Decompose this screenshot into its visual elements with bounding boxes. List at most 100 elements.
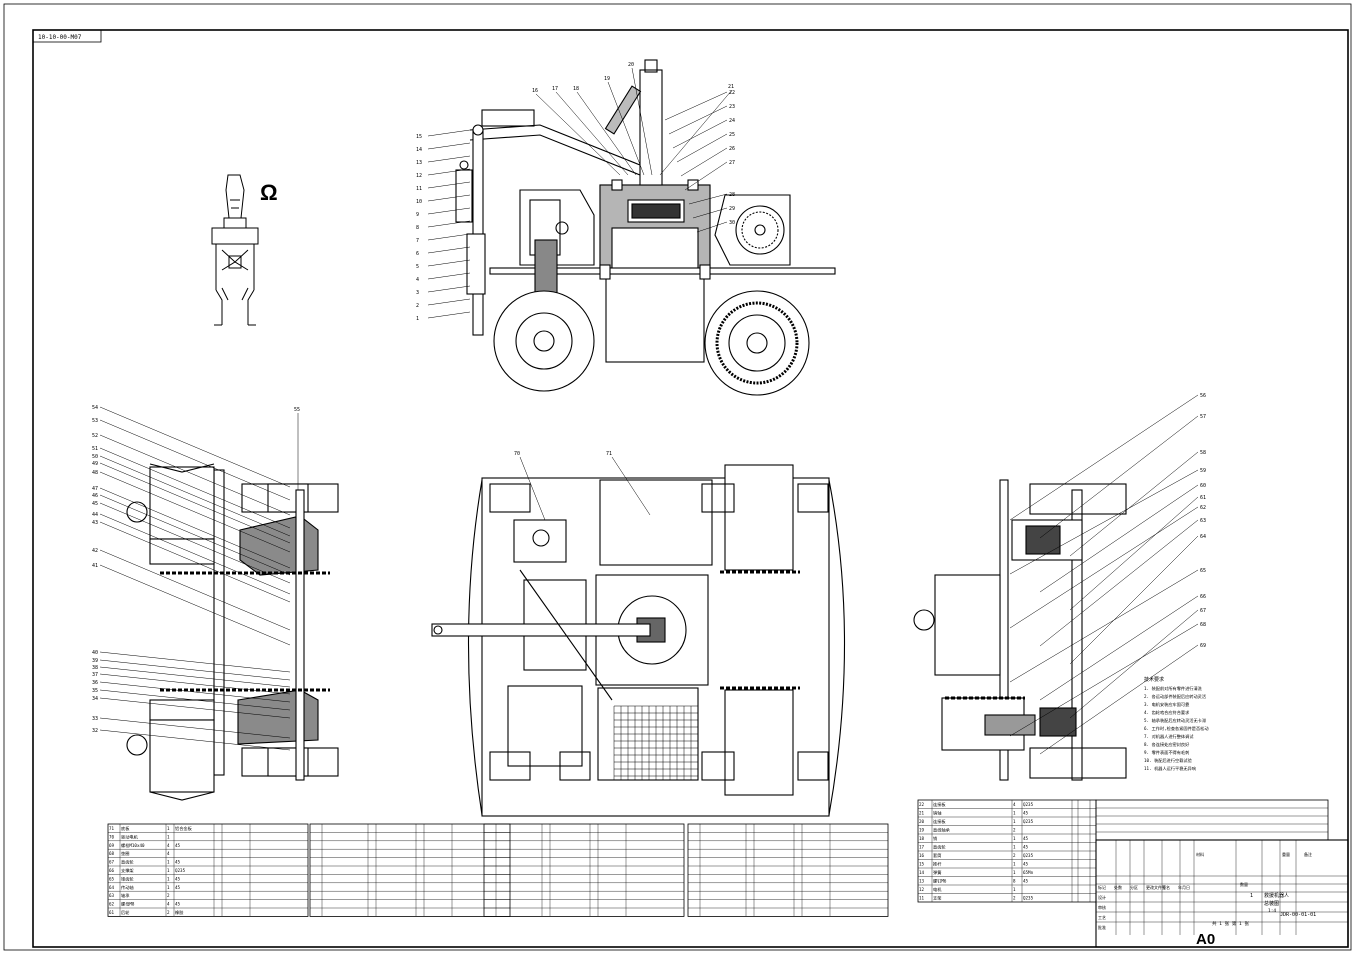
code-box <box>32 29 102 43</box>
leader-line <box>427 233 471 241</box>
bom-cell: 2 <box>1013 896 1016 901</box>
bom-cell: 1 <box>1013 836 1016 841</box>
bom-cell: 1 <box>1013 845 1016 850</box>
leader-line <box>1069 451 1199 557</box>
leader-line <box>427 311 471 319</box>
bom-cell: 直线轴承 <box>933 827 951 834</box>
bom-cell: 直齿轮 <box>933 844 946 851</box>
callout-label: 28 <box>729 192 735 198</box>
callout-label: 63 <box>1200 518 1206 524</box>
bom-cell: 45 <box>175 902 181 907</box>
tech-note-line: 4. 齿轮啮合应符合要求 <box>1144 709 1190 716</box>
tb-scale: 1:4 <box>1268 908 1276 914</box>
leader-line <box>692 207 728 219</box>
bom-cell: Q235 <box>1023 896 1034 901</box>
bom-cell: 2 <box>1013 853 1016 858</box>
leader-line <box>99 513 291 595</box>
title-block: 标记处数分区更改文件号签名年月日设计审核工艺批准救援机器人总装图数量11:4共 … <box>1095 839 1349 948</box>
leader-line <box>659 89 733 176</box>
callout-label: 65 <box>1200 568 1206 574</box>
tb-drawing-number: JDR-00-01-01 <box>1280 912 1316 918</box>
bom-cell: 18 <box>919 836 925 841</box>
bom-cell: 45 <box>1023 845 1029 850</box>
leader-line <box>99 666 291 688</box>
bom-cell: Q235 <box>1023 819 1034 824</box>
bom-cell: 1 <box>1013 862 1016 867</box>
callout-label: 13 <box>416 160 422 166</box>
callout-label: 27 <box>729 160 735 166</box>
callout-label: 57 <box>1200 414 1206 420</box>
leader-line <box>672 119 728 149</box>
bom-cell: 65Mn <box>1023 870 1034 875</box>
leader-line <box>99 673 291 695</box>
leader-line <box>668 105 728 135</box>
tb-drawing-name: 救援机器人 <box>1264 892 1289 899</box>
callout-label: 12 <box>416 173 422 179</box>
callout-label: 20 <box>628 62 634 68</box>
sheet-size: A0 <box>1196 931 1215 948</box>
leader-line <box>1069 496 1199 611</box>
leader-line <box>519 456 546 521</box>
leader-line <box>427 272 471 280</box>
bom-cell: 65 <box>109 876 115 881</box>
tech-note-line: 2. 各运动部件装配后应转动灵活 <box>1144 693 1206 700</box>
callout-label: 48 <box>92 470 98 476</box>
tb-role: 设计 <box>1098 894 1106 900</box>
bom-cell: 销轴 <box>933 810 941 817</box>
callout-label: 37 <box>92 672 98 678</box>
callout-label: 47 <box>92 486 98 492</box>
leader-line <box>99 462 291 544</box>
bom-cell: 61 <box>109 910 115 915</box>
callout-label: 10 <box>416 199 422 205</box>
bom-cell: 63 <box>109 893 115 898</box>
tech-note-line: 8. 各连接处应密封良好 <box>1144 741 1189 748</box>
leader-line <box>99 697 291 719</box>
bom-cell: 2 <box>1013 828 1016 833</box>
leader-line <box>99 434 291 516</box>
callout-label: 50 <box>92 454 98 460</box>
tb-sheet-info: 共 1 张 第 1 张 <box>1212 920 1249 927</box>
bom-cell: 2 <box>167 893 170 898</box>
bom-cell: 21 <box>919 811 925 816</box>
bom-cell: 后轮 <box>121 909 130 916</box>
leader-line <box>99 717 291 739</box>
bom-cell: 1 <box>1013 887 1016 892</box>
bom-cell: 17 <box>919 845 925 850</box>
leader-line <box>1069 535 1199 665</box>
callout-label: 23 <box>729 104 735 110</box>
leader-line <box>427 155 471 163</box>
leader-line <box>1039 519 1199 647</box>
bom-cell: 45 <box>1023 879 1029 884</box>
leader-line <box>99 521 291 603</box>
tb-role: 审核 <box>1098 904 1106 910</box>
callout-label: 69 <box>1200 643 1206 649</box>
bom-cell: 4 <box>167 902 170 907</box>
bom-cell: Q235 <box>1023 802 1034 807</box>
bom-cell: 15 <box>919 862 925 867</box>
right-side-view <box>913 479 1127 781</box>
bom-cell: 20 <box>919 819 925 824</box>
bom-cell: 驱动电机 <box>121 833 139 840</box>
bom-cell: 45 <box>175 860 181 865</box>
callout-label: 52 <box>92 433 98 439</box>
bom-block <box>687 823 889 917</box>
tech-note-line: 1. 装配前对所有零件进行清洗 <box>1144 685 1203 692</box>
inner-border <box>32 29 1349 948</box>
callout-label: 38 <box>92 665 98 671</box>
bom-cell: 底板 <box>121 825 130 832</box>
leader-line <box>676 133 728 163</box>
callout-label: 9 <box>416 212 419 218</box>
leader-line <box>427 259 471 267</box>
bom-cell: 垫圈 <box>121 850 129 857</box>
callout-label: 17 <box>552 86 558 92</box>
leader-line <box>427 246 471 254</box>
left-side-view <box>126 463 339 801</box>
callout-label: 19 <box>604 76 610 82</box>
bom-cell: 螺母M8 <box>121 901 135 908</box>
bom-cell: 连接板 <box>933 801 946 808</box>
callout-label: 51 <box>92 446 98 452</box>
bom-cell: Q235 <box>1023 853 1034 858</box>
